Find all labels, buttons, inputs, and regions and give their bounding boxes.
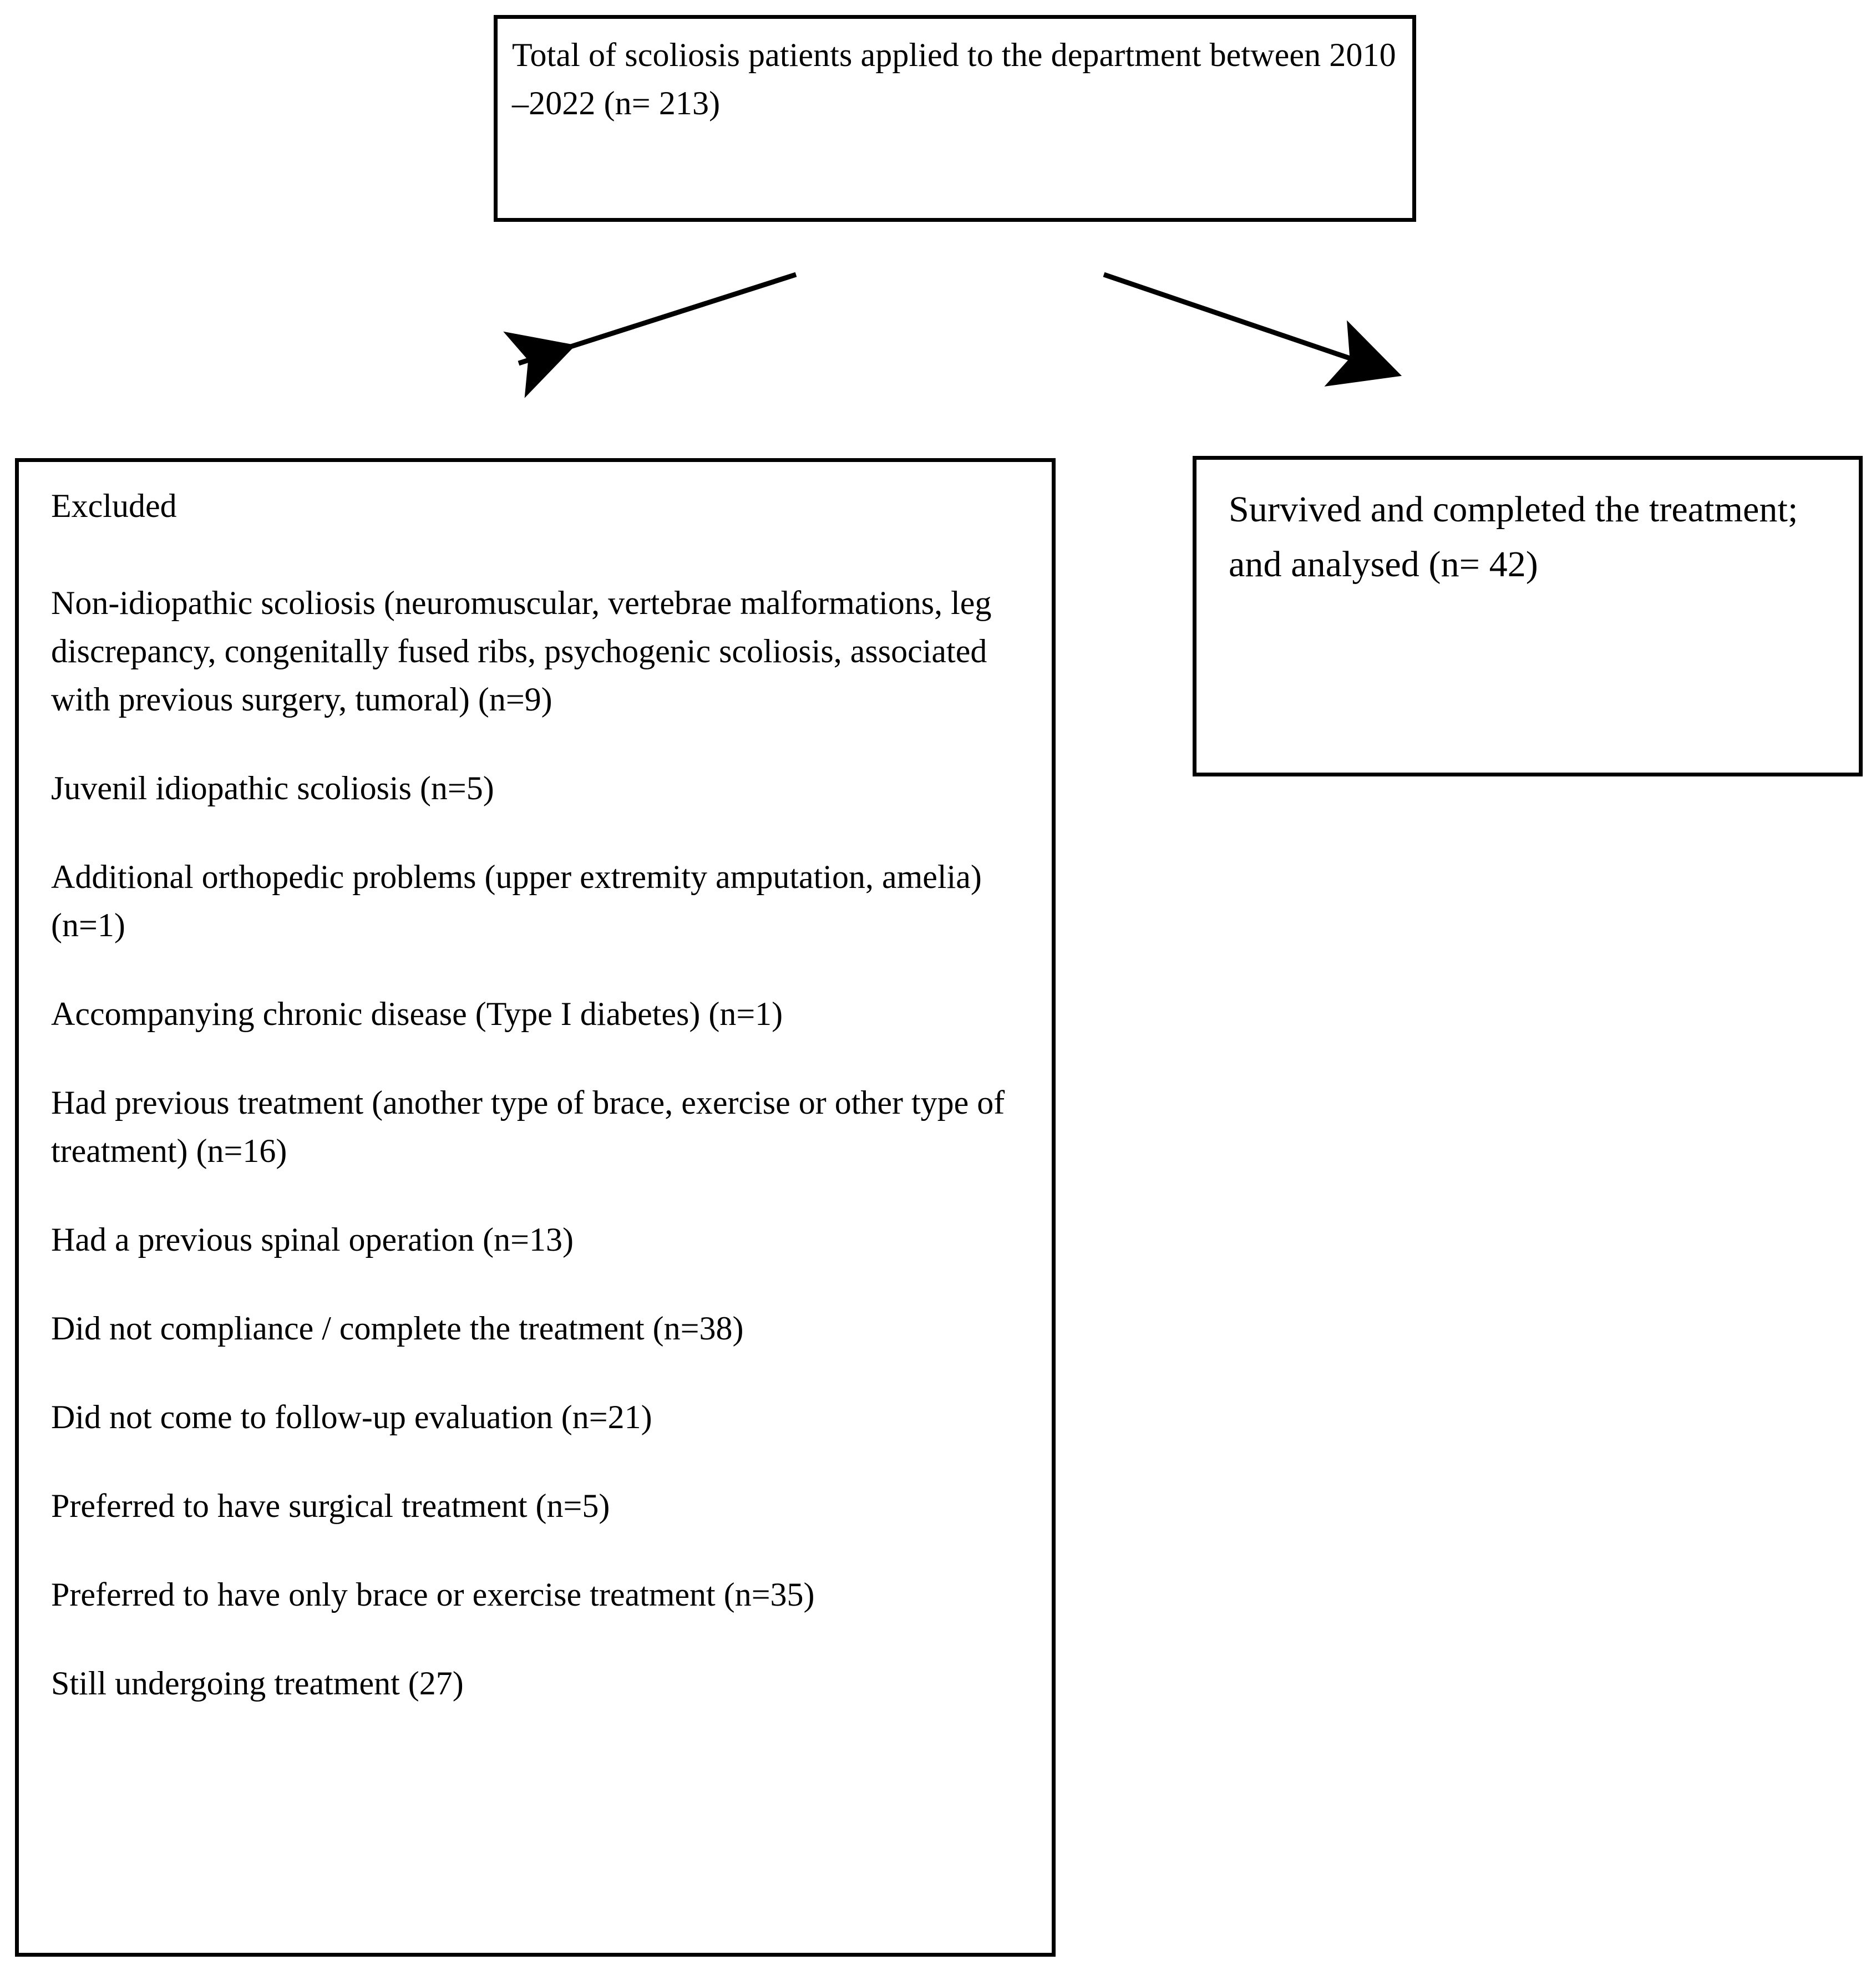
- excluded-item-still-undergoing: Still undergoing treatment (27): [51, 1665, 464, 1702]
- total-patients-text: Total of scoliosis patients applied to t…: [512, 37, 1405, 121]
- arrow-to-survived: [1103, 272, 1402, 387]
- excluded-item-previous-treatment: Had previous treatment (another type of …: [51, 1084, 1013, 1169]
- excluded-item-additional-orthopedic-problems: Additional orthopedic problems (upper ex…: [51, 859, 990, 943]
- excluded-box: Excluded Non-idiopathic scoliosis (neuro…: [15, 458, 1056, 1957]
- excluded-item-preferred-surgical: Preferred to have surgical treatment (n=…: [51, 1487, 610, 1524]
- arrow-to-excluded: [503, 272, 797, 398]
- excluded-heading: Excluded: [51, 488, 177, 524]
- excluded-item-non-idiopathic-scoliosis: Non-idiopathic scoliosis (neuromuscular,…: [51, 585, 1000, 718]
- excluded-item-non-compliance: Did not compliance / complete the treatm…: [51, 1310, 744, 1347]
- excluded-item-juvenile-idiopathic-scoliosis: Juvenil idiopathic scoliosis (n=5): [51, 770, 494, 806]
- survived-analysed-text: Survived and completed the treatment; an…: [1229, 489, 1807, 585]
- survived-analysed-box: Survived and completed the treatment; an…: [1193, 456, 1863, 776]
- excluded-item-preferred-brace-exercise: Preferred to have only brace or exercise…: [51, 1576, 815, 1613]
- excluded-item-no-follow-up: Did not come to follow-up evaluation (n=…: [51, 1399, 652, 1435]
- arrow-group: [503, 272, 1402, 398]
- excluded-item-chronic-disease: Accompanying chronic disease (Type I dia…: [51, 996, 783, 1032]
- excluded-item-previous-spinal-operation: Had a previous spinal operation (n=13): [51, 1221, 574, 1258]
- total-patients-box: Total of scoliosis patients applied to t…: [494, 15, 1416, 222]
